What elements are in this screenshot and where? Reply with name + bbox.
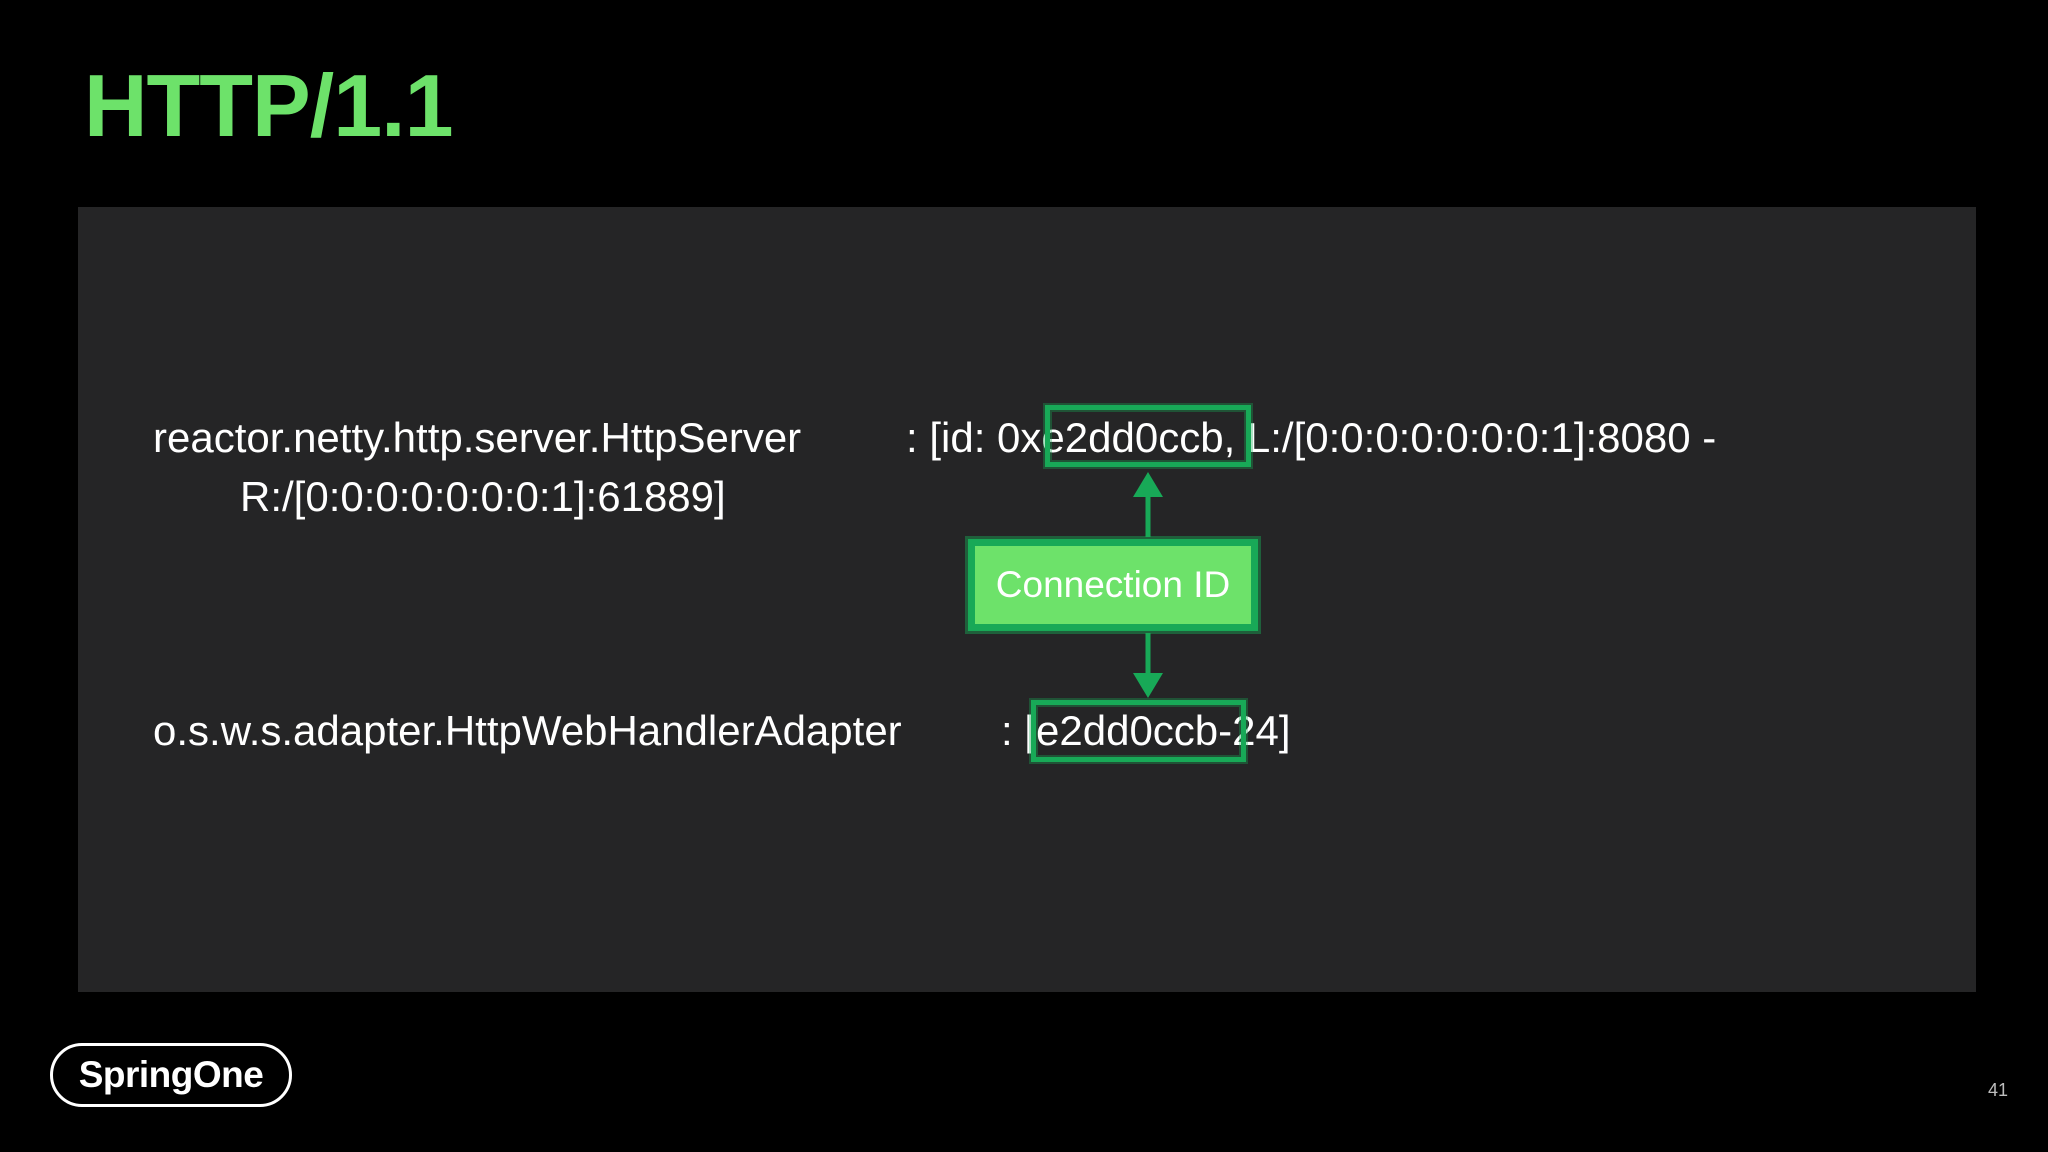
page-number: 41 — [1987, 1080, 2008, 1100]
springone-logo: SpringOne — [50, 1043, 292, 1107]
log-line2-suffix: -24] — [1218, 707, 1291, 754]
connection-id-label-text: Connection ID — [995, 564, 1231, 605]
connection-id-label: Connection ID — [968, 539, 1258, 631]
log-line2-message: : [e2dd0ccb-24] — [1001, 710, 1291, 752]
log-line1-continuation: R:/[0:0:0:0:0:0:0:1]:61889] — [240, 473, 726, 520]
log-line1-conn-id: e2dd0ccb — [1041, 414, 1224, 461]
log-line1-suffix: , L:/[0:0:0:0:0:0:0:1]:8080 - — [1223, 414, 1717, 461]
log-line2-logger: o.s.w.s.adapter.HttpWebHandlerAdapter — [153, 707, 902, 754]
log-line2-prefix: : [ — [1001, 707, 1037, 754]
log-line1-logger: reactor.netty.http.server.HttpServer — [153, 414, 802, 461]
arrow-down-icon — [1133, 633, 1163, 698]
log-line1-prefix: : [id: 0x — [906, 414, 1042, 461]
log-line2-conn-id: e2dd0ccb — [1036, 707, 1219, 754]
conn-id-highlight-bottom — [1031, 700, 1246, 762]
logo-text: SpringOne — [78, 1054, 264, 1095]
conn-id-highlight-top — [1045, 405, 1251, 467]
log-line1-message: : [id: 0xe2dd0ccb, L:/[0:0:0:0:0:0:0:1]:… — [906, 417, 1716, 459]
arrow-up-icon — [1133, 472, 1163, 537]
slide-title: HTTP/1.1 — [84, 56, 454, 155]
